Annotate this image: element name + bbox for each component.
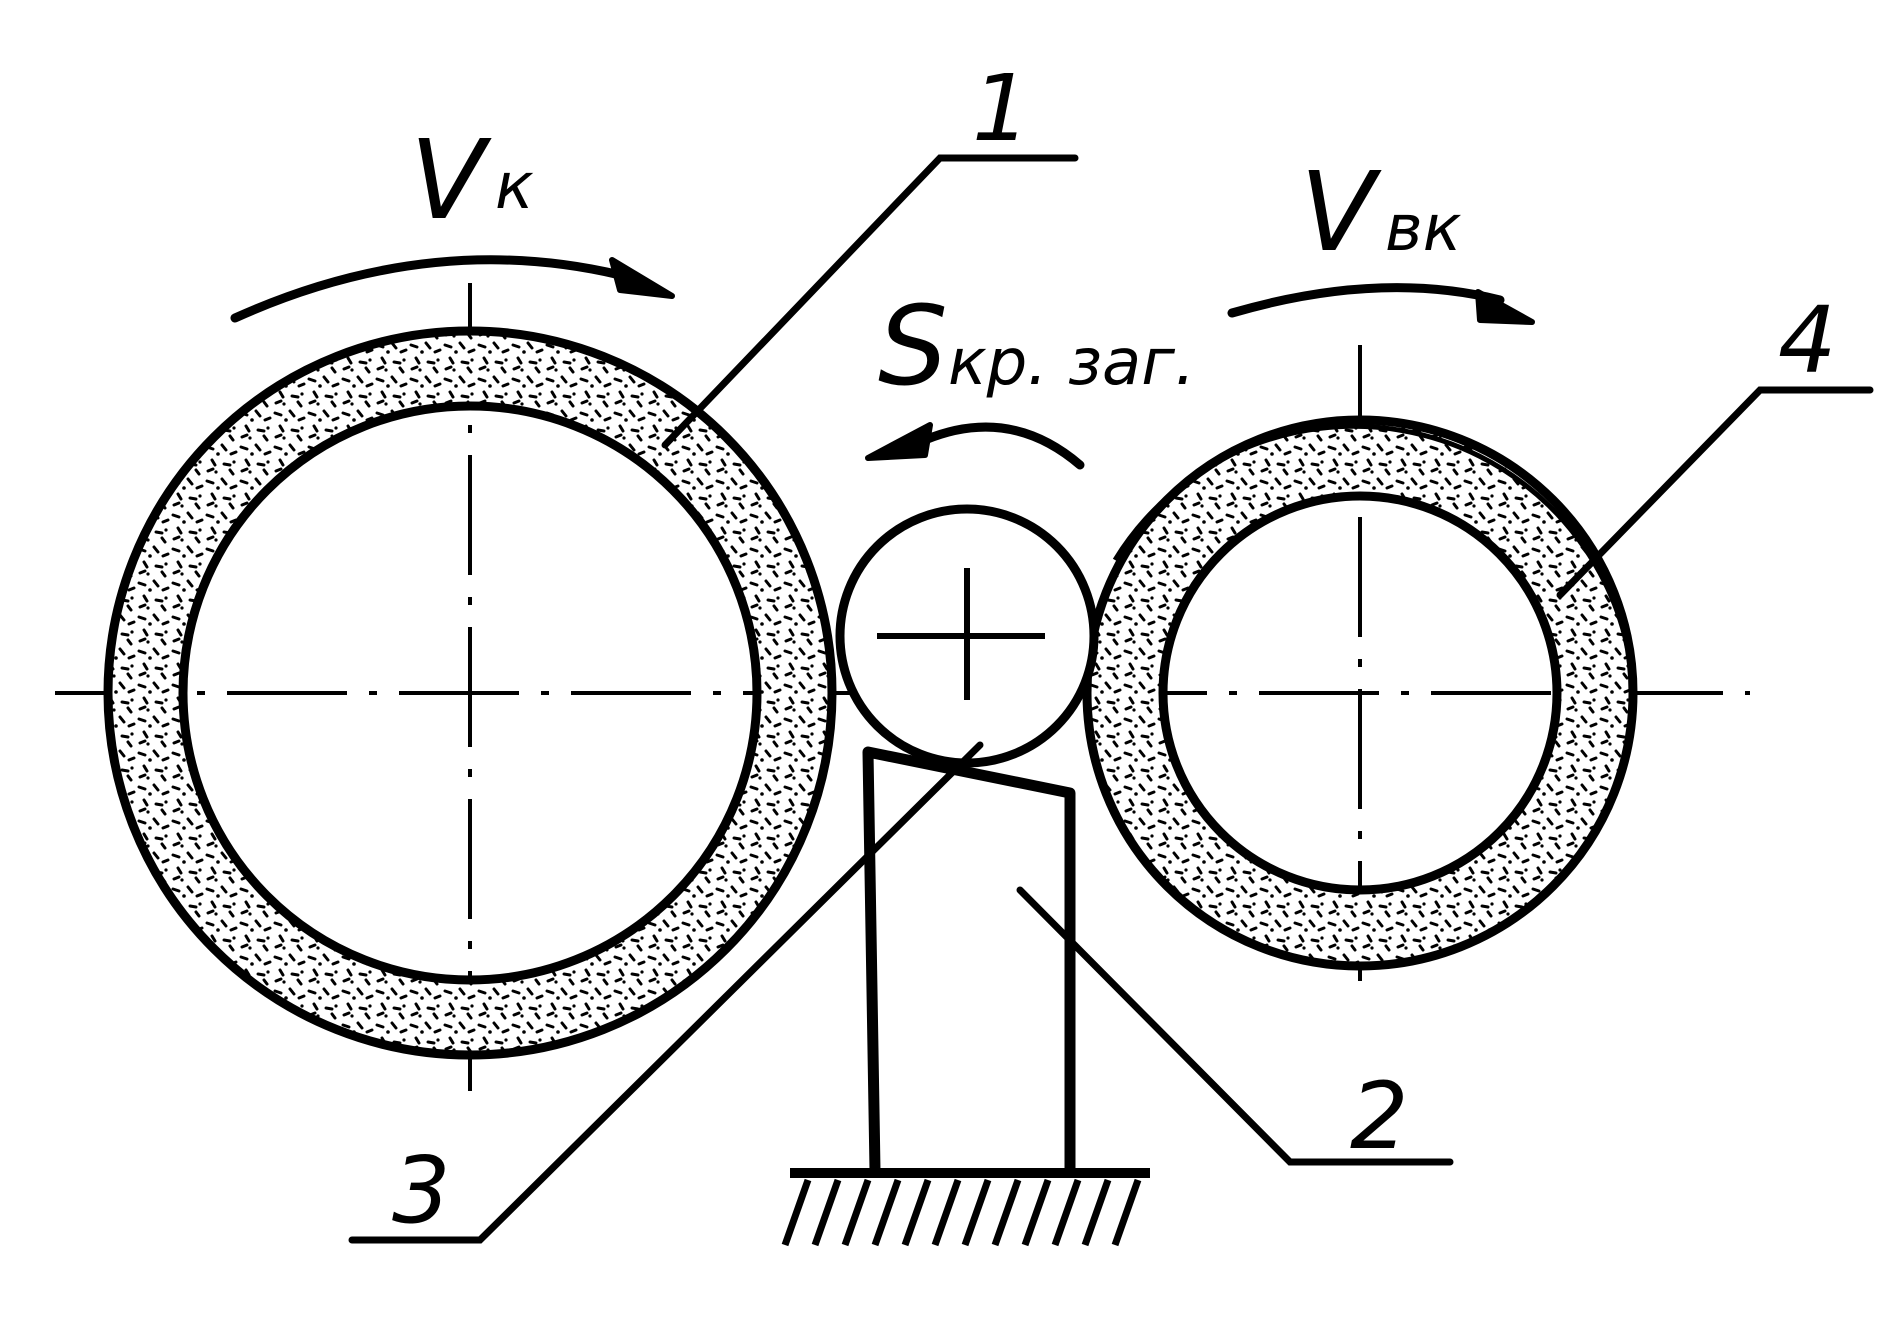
leader-4 [1556,386,1874,599]
label-v-k: V к [410,116,534,244]
regulating-wheel-outer-edge [1082,415,1638,971]
label-s-kr-zag: S кр. заг. [878,282,1195,410]
leader-2 [1016,886,1454,1166]
label-part-4: 4 [1778,287,1837,394]
workpiece [835,504,1099,768]
label-s-sub: кр. заг. [948,326,1195,400]
grinding-wheel-inner-edge [178,401,762,985]
arrow-v-vk [1227,283,1535,325]
work-rest-knife [862,746,1076,1171]
grinding-wheel-outer-edge [103,326,837,1060]
label-part-1: 1 [972,55,1031,162]
regulating-wheel-inner-edge [1158,491,1562,895]
leader-1 [661,154,1079,449]
label-s-main: S [878,282,948,410]
label-v-k-sub: к [495,150,534,224]
label-part-2: 2 [1350,1063,1409,1170]
leader-lines [348,154,1874,1244]
arrow-s-kr-zag [865,422,1085,470]
arrow-v-k [230,255,675,323]
label-v-k-main: V [410,116,492,244]
label-v-vk-main: V [1300,148,1382,276]
label-part-3: 3 [392,1137,451,1244]
ground-base [781,1168,1150,1247]
label-v-vk: V вк [1300,148,1462,276]
regulating-wheel [1082,415,1638,971]
label-v-vk-sub: вк [1385,192,1462,266]
grinding-wheel [103,326,837,1060]
leader-3 [348,741,984,1244]
regulating-wheel-offset-contour [1112,423,1631,651]
